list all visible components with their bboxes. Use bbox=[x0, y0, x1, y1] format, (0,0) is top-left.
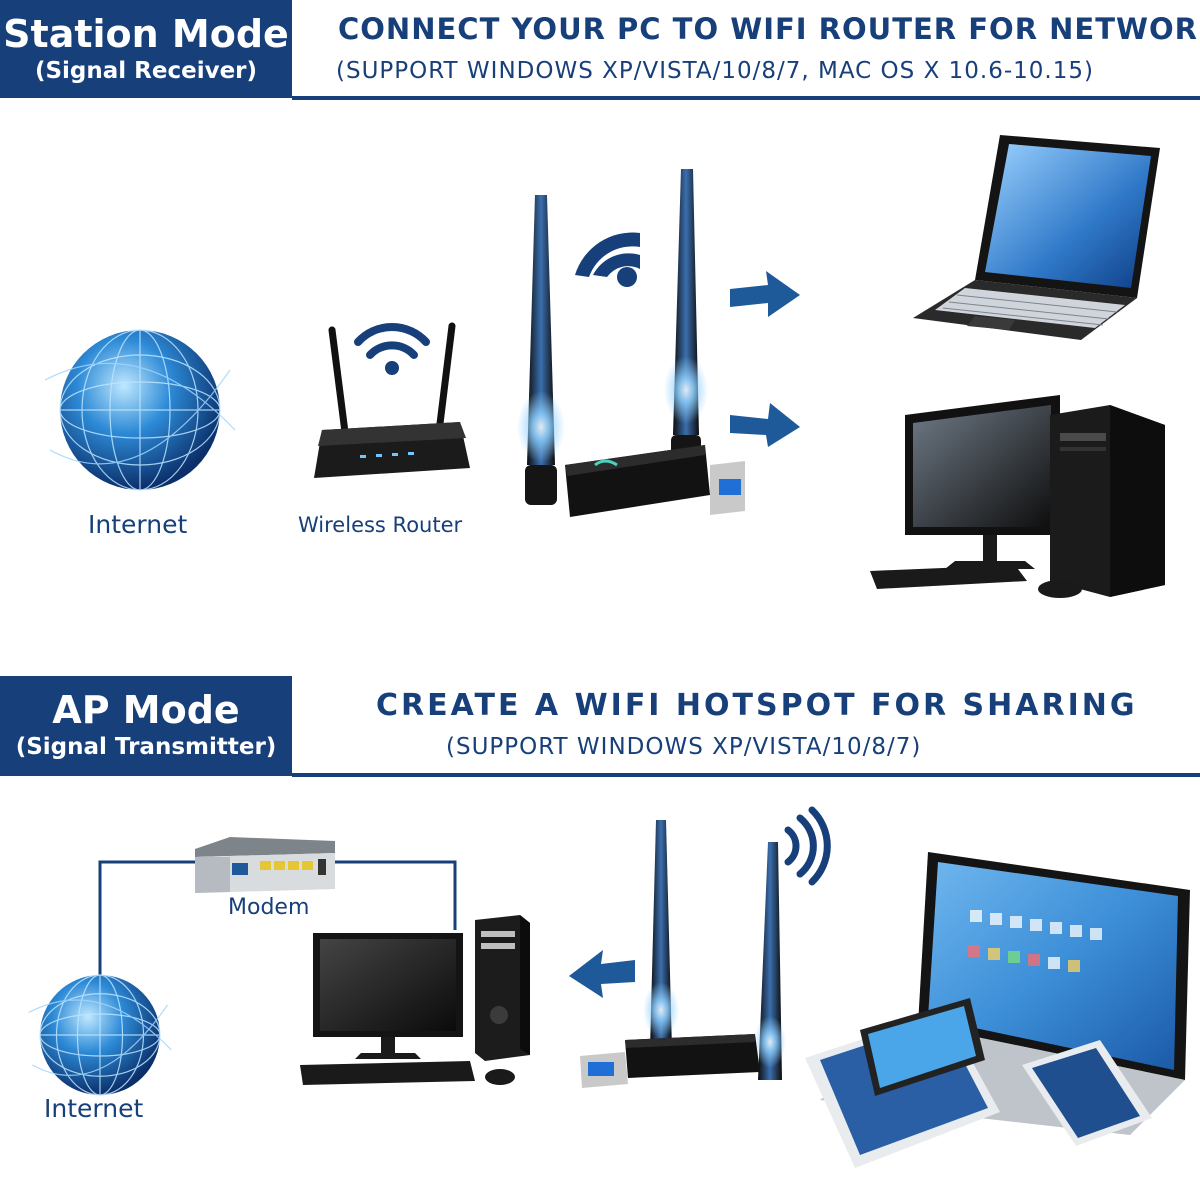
wifi-icon bbox=[784, 806, 831, 886]
ap-heading: CREATE A WIFI HOTSPOT FOR SHARING bbox=[376, 688, 1138, 723]
arrow-left-icon bbox=[569, 950, 635, 998]
station-support-text: (SUPPORT WINDOWS XP/VISTA/10/8/7, MAC OS… bbox=[336, 58, 1094, 84]
device-group bbox=[805, 852, 1190, 1168]
ap-mode-badge: AP Mode (Signal Transmitter) bbox=[0, 676, 292, 776]
station-internet-label: Internet bbox=[88, 510, 188, 539]
phone-icon bbox=[1022, 1040, 1152, 1146]
ap-mode-title: AP Mode bbox=[52, 688, 240, 732]
ap-mode-subtitle: (Signal Transmitter) bbox=[15, 734, 277, 760]
usb-adapter-icon bbox=[517, 169, 745, 517]
wifi-icon bbox=[354, 322, 430, 359]
modem-icon bbox=[195, 837, 335, 893]
station-mode-title: Station Mode bbox=[3, 12, 289, 56]
station-mode-badge: Station Mode (Signal Receiver) bbox=[0, 0, 292, 98]
router-icon bbox=[314, 322, 470, 478]
globe-icon bbox=[44, 329, 236, 491]
globe-icon bbox=[28, 974, 172, 1096]
station-heading: CONNECT YOUR PC TO WIFI ROUTER FOR NETWO… bbox=[338, 12, 1200, 46]
phone-icon bbox=[860, 998, 985, 1096]
ap-internet-label: Internet bbox=[44, 1094, 144, 1123]
station-mode-subtitle: (Signal Receiver) bbox=[34, 58, 258, 84]
arrow-right-icon bbox=[730, 271, 800, 317]
ap-header-rule bbox=[292, 773, 1200, 777]
ap-modem-label: Modem bbox=[228, 895, 310, 920]
laptop-icon bbox=[913, 135, 1160, 340]
arrow-right-icon bbox=[730, 403, 800, 447]
desktop-pc-icon bbox=[300, 915, 530, 1085]
ap-support-text: (SUPPORT WINDOWS XP/VISTA/10/8/7) bbox=[446, 734, 922, 760]
station-router-label: Wireless Router bbox=[298, 513, 463, 537]
station-header-rule bbox=[292, 96, 1200, 100]
usb-adapter-icon bbox=[580, 820, 786, 1088]
desktop-pc-icon bbox=[870, 395, 1165, 598]
